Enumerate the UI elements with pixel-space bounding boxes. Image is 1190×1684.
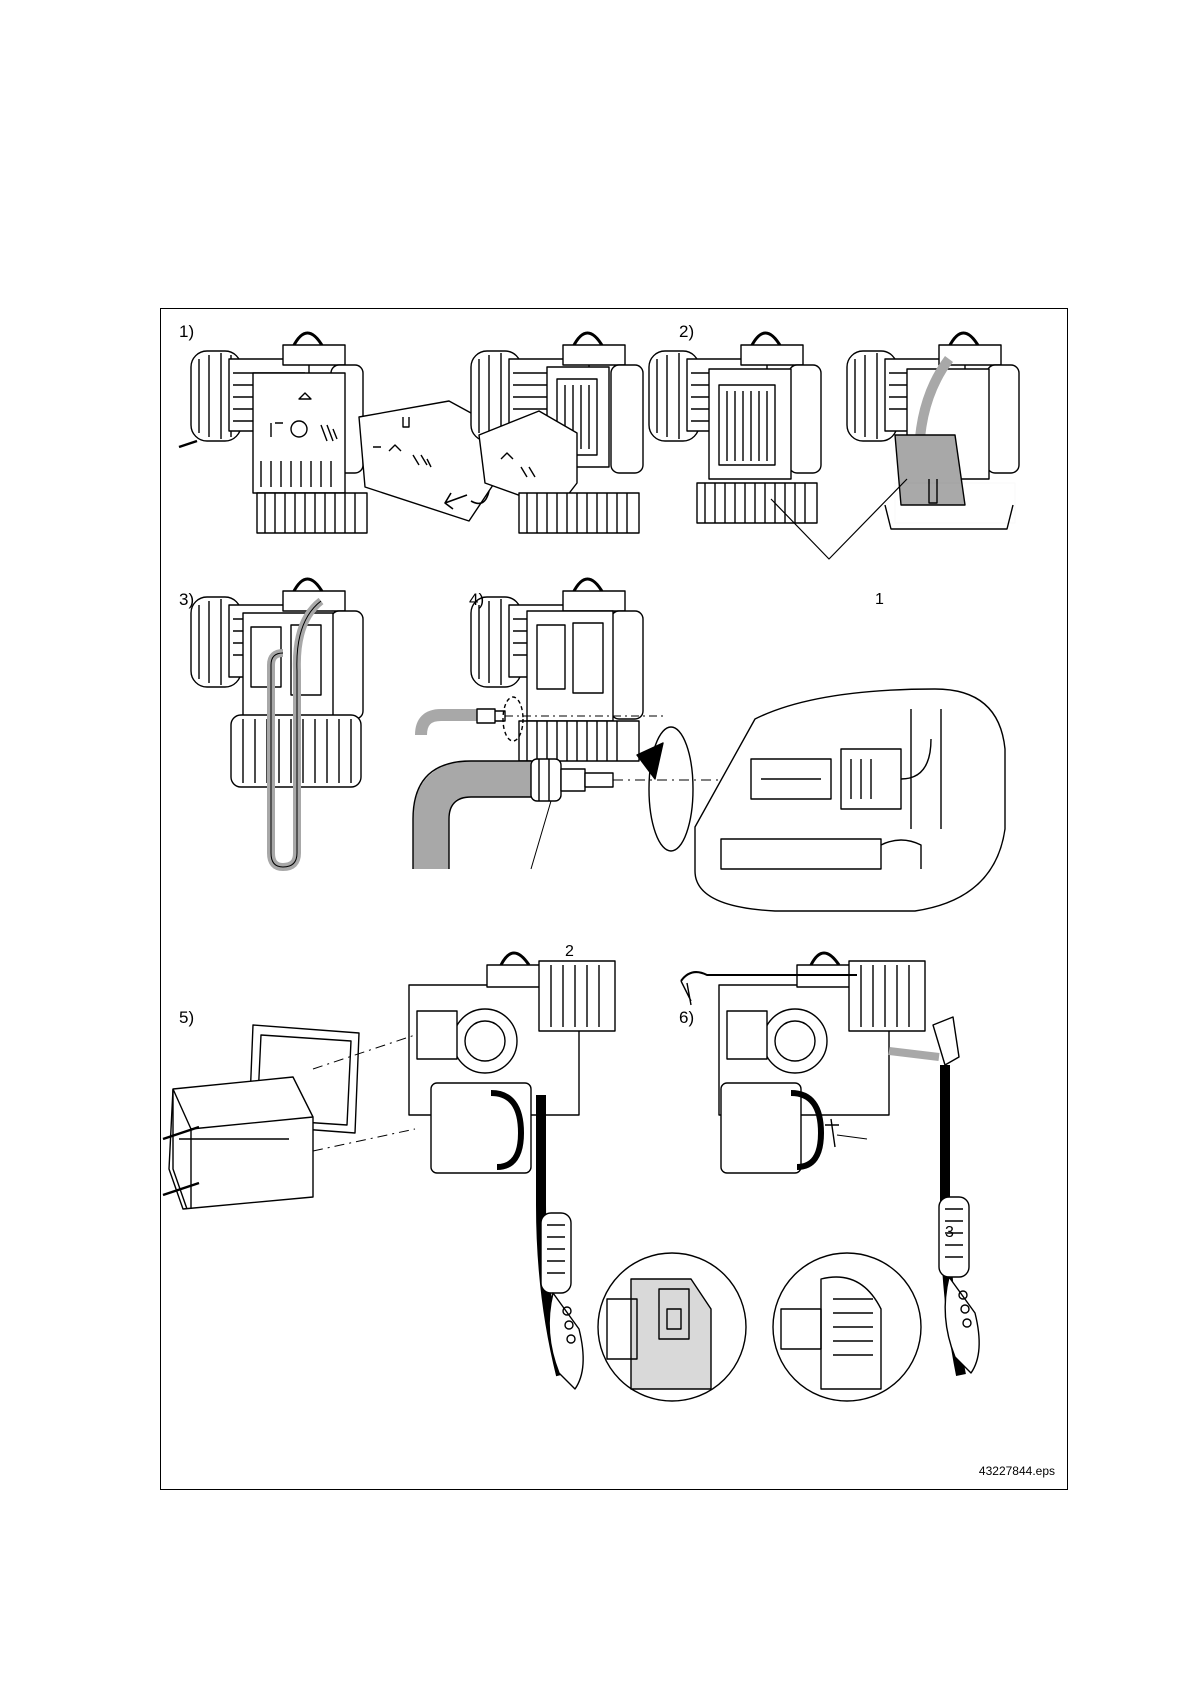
figure-frame: 1) 2) 3) 4) 5) 6) 1 2 3 43227844.eps [160, 308, 1068, 1490]
step-label-6: 6) [679, 1009, 694, 1026]
connect-cable-illustration [413, 579, 1005, 911]
assembly-illustrations [161, 309, 1067, 1489]
mount-cover-illustration [163, 953, 615, 1389]
step-label-3: 3) [179, 591, 194, 608]
callout-3: 3 [945, 1225, 954, 1241]
strap-loop-illustration [191, 579, 363, 867]
fasten-pendant-illustration [598, 953, 979, 1401]
step-label-2: 2) [679, 323, 694, 340]
insert-strap-illustration [649, 333, 1019, 559]
remove-cover-illustration [179, 333, 643, 533]
step-label-1: 1) [179, 323, 194, 340]
connector-detail-view [695, 689, 1005, 911]
file-reference: 43227844.eps [979, 1465, 1055, 1477]
step-label-4: 4) [469, 591, 484, 608]
callout-2: 2 [565, 944, 574, 960]
callout-1: 1 [875, 592, 884, 608]
step-label-5: 5) [179, 1009, 194, 1026]
